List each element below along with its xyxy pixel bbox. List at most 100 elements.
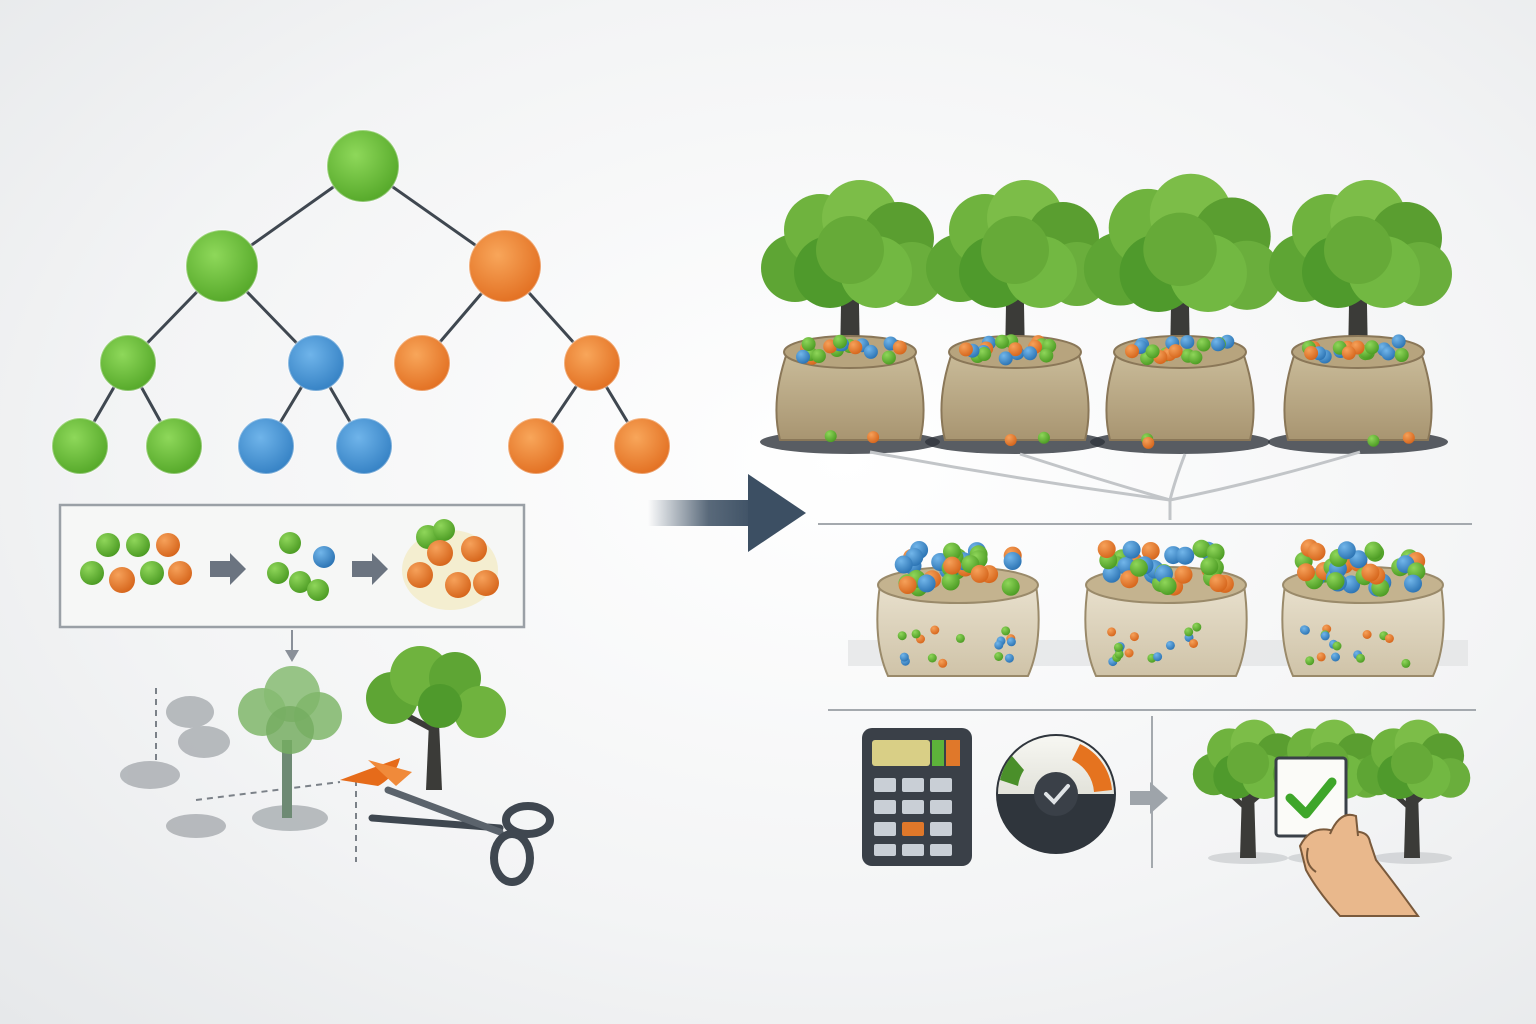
sample-ball: [942, 573, 960, 591]
sample-ball: [1367, 435, 1379, 447]
sample-ball: [1005, 654, 1014, 663]
sample-ball: [1153, 652, 1162, 661]
flow-arrow-icon: [648, 474, 806, 552]
tree-in-sack: [1084, 174, 1282, 454]
sample-ball: [812, 349, 826, 363]
arrow-right-icon: [1130, 782, 1168, 814]
sample-ball: [938, 659, 947, 668]
sample-ball: [1125, 649, 1134, 658]
sample-ball: [848, 340, 862, 354]
tree-in-sack: [1268, 180, 1452, 454]
sample-ball: [1401, 659, 1410, 668]
tree-in-sack: [925, 180, 1109, 454]
sample-ball: [1038, 432, 1050, 444]
sample-ball: [1363, 630, 1372, 639]
sample-ball: [1142, 437, 1154, 449]
sample-ball: [930, 626, 939, 635]
sample-ball: [1404, 575, 1422, 593]
tree-foliage: [926, 180, 1109, 308]
sample-ball: [1385, 634, 1394, 643]
sample-ball: [1211, 337, 1225, 351]
sample-ball: [912, 629, 921, 638]
sample-ball: [994, 641, 1003, 650]
sample-ball: [1200, 557, 1218, 575]
sample-ball: [994, 652, 1003, 661]
sample-ball: [1317, 652, 1326, 661]
sample-ball: [893, 341, 907, 355]
sample-ball: [1130, 632, 1139, 641]
sack-icon: [1284, 334, 1431, 446]
sample-ball: [1023, 346, 1037, 360]
sample-sack: [1282, 539, 1443, 676]
data-split-panel: [60, 505, 524, 627]
sample-ball: [1175, 566, 1193, 584]
sample-ball: [899, 576, 917, 594]
tree-node-orange: [469, 230, 541, 302]
tree-node-orange: [394, 335, 450, 391]
gauge-icon: [996, 734, 1116, 854]
tree-node-green: [100, 335, 156, 391]
sample-ball: [1114, 643, 1123, 652]
sample-ball: [867, 431, 879, 443]
sample-ball: [825, 430, 837, 442]
sample-ball: [1107, 627, 1116, 636]
sample-ball: [956, 634, 965, 643]
sample-ball: [1001, 626, 1010, 635]
tree-node-orange: [508, 418, 564, 474]
sample-ball: [1365, 542, 1383, 560]
tree-node-orange: [614, 418, 670, 474]
sample-ball: [1381, 346, 1395, 360]
sample-sacks: [877, 539, 1443, 676]
sample-sack: [1085, 540, 1246, 676]
tree-foliage: [1084, 174, 1282, 312]
sample-ball: [864, 345, 878, 359]
tree-icon: [1357, 720, 1470, 864]
sample-ball: [918, 574, 936, 592]
sample-ball: [1301, 626, 1310, 635]
sample-ball: [1321, 631, 1330, 640]
sample-ball: [802, 337, 816, 351]
sample-ball: [995, 335, 1009, 349]
tree-node-green: [52, 418, 108, 474]
tree-node-blue: [336, 418, 392, 474]
sample-ball: [898, 631, 907, 640]
sample-ball: [1189, 639, 1198, 648]
sample-ball: [1005, 434, 1017, 446]
sample-ball: [1403, 432, 1415, 444]
tree-in-sack: [760, 180, 944, 454]
tree-node-blue: [288, 335, 344, 391]
sample-ball: [959, 342, 973, 356]
sample-ball: [1098, 540, 1116, 558]
sample-ball: [1333, 642, 1342, 651]
sample-ball: [1304, 346, 1318, 360]
sample-ball: [1209, 574, 1227, 592]
tree-edges: [80, 166, 642, 446]
sample-ball: [1130, 559, 1148, 577]
sample-ball: [1395, 348, 1409, 362]
arrow-down-icon: [285, 630, 299, 662]
tree-node-blue: [238, 418, 294, 474]
decision-tree: [52, 130, 670, 474]
sack-icon: [1106, 335, 1253, 449]
faded-tree-icon: [238, 666, 342, 818]
bootstrap-tree-sacks: [760, 174, 1452, 454]
sample-ball: [1166, 641, 1175, 650]
sample-ball: [796, 350, 810, 364]
pruning-illustration: [120, 646, 550, 882]
sample-ball: [1184, 627, 1193, 636]
sample-ball: [999, 351, 1013, 365]
sample-ball: [1308, 543, 1326, 561]
tree-node-green: [186, 230, 258, 302]
tree-foliage: [1269, 180, 1452, 308]
sample-ball: [1331, 653, 1340, 662]
sack-icon: [776, 335, 923, 443]
sample-ball: [895, 556, 913, 574]
sack-icon: [941, 334, 1088, 446]
sample-ball: [1356, 654, 1365, 663]
sample-ball: [900, 653, 909, 662]
sample-ball: [1169, 344, 1183, 358]
tree-foliage: [761, 180, 944, 308]
sample-ball: [1176, 547, 1194, 565]
tree-node-orange: [564, 335, 620, 391]
sample-ball: [1192, 623, 1201, 632]
